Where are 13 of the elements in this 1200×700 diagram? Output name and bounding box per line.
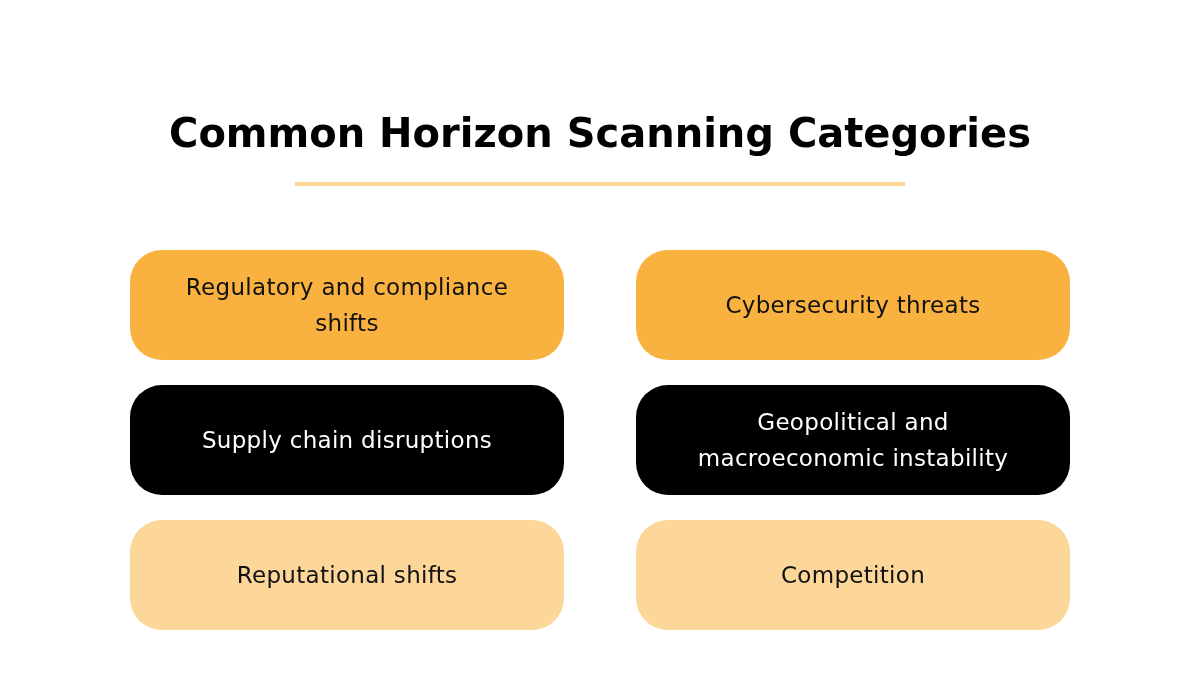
category-label: Regulatory and compliance shifts (184, 273, 510, 338)
diagram-title: Common Horizon Scanning Categories (168, 109, 1032, 158)
category-box (130, 385, 564, 495)
category-box (636, 250, 1070, 360)
category-label: Reputational shifts (236, 561, 458, 590)
category-box (130, 520, 564, 630)
category-box (130, 250, 564, 360)
category-box (636, 385, 1070, 495)
category-box (636, 520, 1070, 630)
category-label: Competition (780, 561, 926, 590)
category-label: Cybersecurity threats (725, 291, 981, 320)
category-label: Geopolitical and macroeconomic instability (696, 408, 1010, 473)
category-label: Supply chain disruptions (201, 426, 493, 455)
